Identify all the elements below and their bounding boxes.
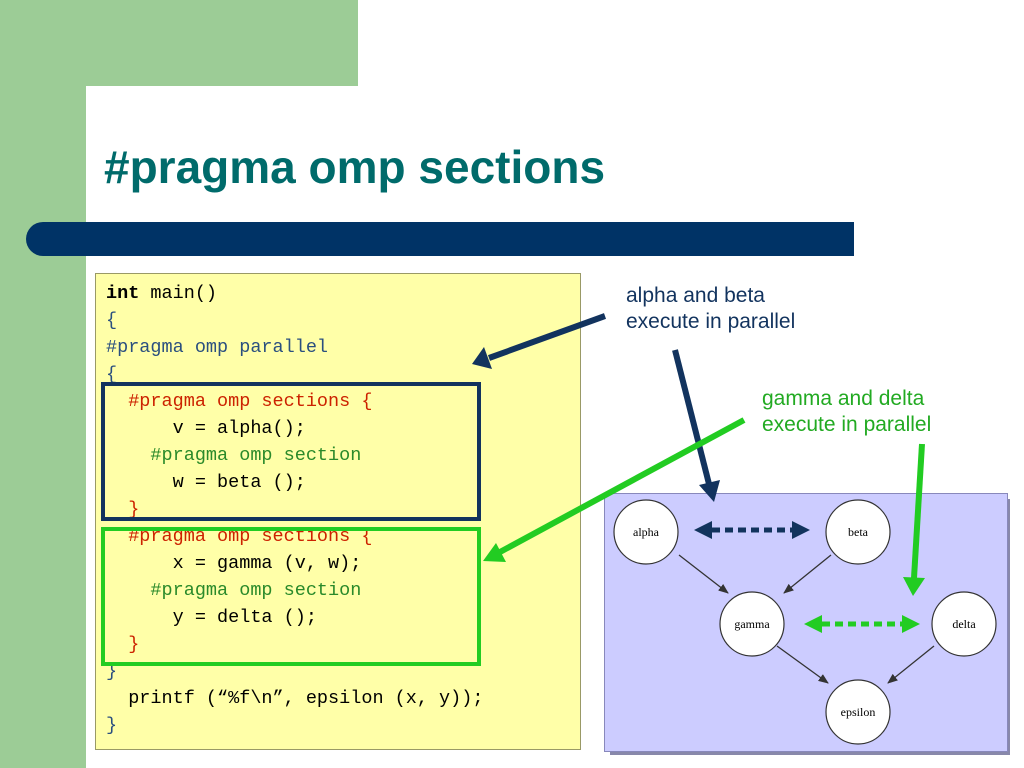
gamma-delta-parallel-arrow [804,615,920,633]
decor-green-left-band [0,0,86,768]
callout-arrow-to-parallel-pragma [472,313,607,369]
code-listing: int main() { #pragma omp parallel { #pra… [95,273,581,750]
code-line-12: #pragma omp section [106,580,362,601]
code-line-16: printf (“%f\n”, epsilon (x, y)); [106,688,484,709]
node-epsilon: epsilon [825,679,891,745]
edge-alpha-to-gamma [678,554,729,594]
node-delta: delta [931,591,997,657]
decor-rounded-corner [86,86,286,206]
edge-delta-to-epsilon [887,645,935,684]
gamma-delta-sections-highlight [101,527,481,666]
node-gamma: gamma [719,591,785,657]
code-line-9: } [106,499,140,520]
edge-beta-to-gamma [783,554,832,594]
code-line-17: } [106,715,118,736]
gamma-delta-annotation: gamma and delta execute in parallel [762,386,931,438]
node-epsilon-label: epsilon [841,705,876,719]
gamma-delta-annotation-line1: gamma and delta [762,387,925,410]
slide-title: #pragma omp sections [104,141,606,193]
callout-arrow-to-second-sections [483,417,746,562]
code-line-10: #pragma omp sections { [106,526,373,547]
alpha-beta-parallel-arrow [694,521,810,539]
node-alpha: alpha [613,499,679,565]
node-beta-label: beta [848,525,869,539]
alpha-beta-sections-highlight [101,382,481,521]
title-underline-bar [26,222,854,256]
code-line-7: #pragma omp section [106,445,362,466]
callout-arrow-to-alpha-beta-pair [672,349,720,502]
code-line-13: y = delta (); [106,607,317,628]
code-line-1-text: main() [139,283,218,304]
callout-arrow-to-gamma-delta-pair [903,443,925,596]
node-beta: beta [825,499,891,565]
edge-gamma-to-epsilon [776,645,829,684]
code-line-8: w = beta (); [106,472,306,493]
code-line-5: #pragma omp sections { [106,391,373,412]
node-gamma-label: gamma [734,617,770,631]
code-line-11: x = gamma (v, w); [106,553,362,574]
alpha-beta-annotation: alpha and beta execute in parallel [626,283,795,335]
code-line-6: v = alpha(); [106,418,306,439]
code-line-4: { [106,364,118,385]
gamma-delta-annotation-line2: execute in parallel [762,413,932,436]
code-line-1: int main() [106,284,217,304]
alpha-beta-annotation-line1: alpha and beta [626,284,765,307]
node-delta-label: delta [952,617,976,631]
code-line-15: } [106,661,118,682]
code-line-14: } [106,634,140,655]
alpha-beta-annotation-line2: execute in parallel [626,310,796,333]
code-line-2: { [106,310,118,331]
code-line-3: #pragma omp parallel [106,337,329,358]
node-alpha-label: alpha [633,525,660,539]
code-keyword-int: int [106,283,140,304]
